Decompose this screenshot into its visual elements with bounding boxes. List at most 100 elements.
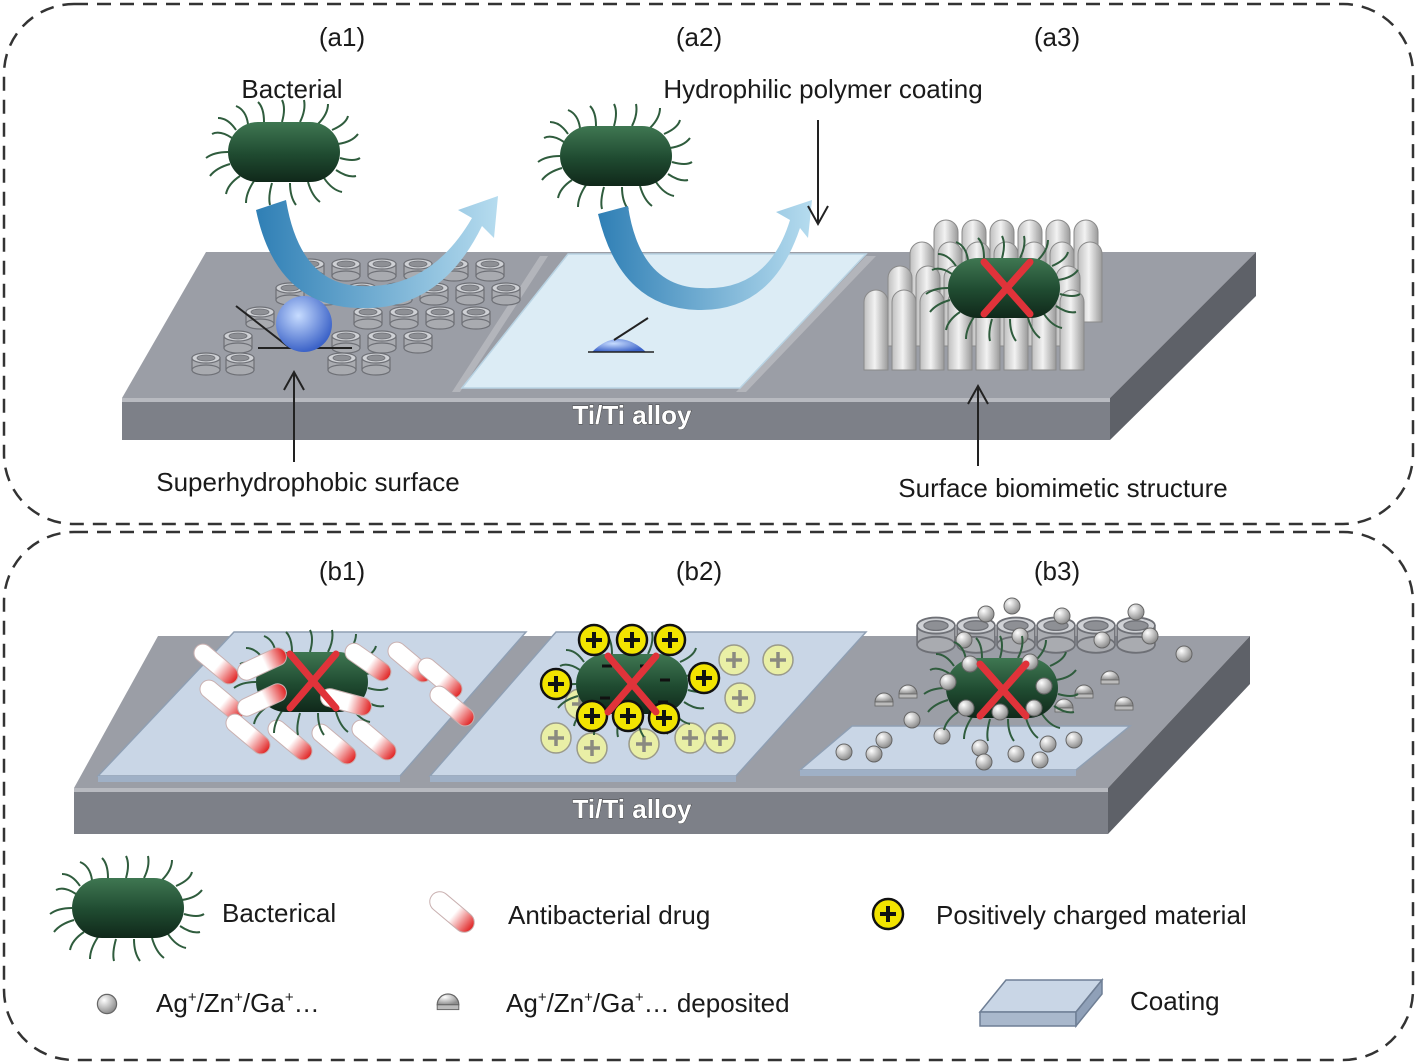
hydrophilic-coating-layer	[460, 253, 868, 389]
ring-cell	[223, 330, 253, 354]
pointer-arrow-biomimetic	[967, 383, 989, 466]
deposited-ion-icon	[436, 993, 460, 1011]
ion-sphere	[835, 743, 853, 761]
pillar	[891, 289, 917, 371]
faint-plus	[717, 643, 751, 677]
faint-plus	[703, 721, 737, 755]
legend-ions-deposited: Ag+/Zn+/Ga+… deposited	[506, 988, 790, 1018]
killed-bacteria-b1	[233, 629, 395, 736]
pointer-arrow-superhydrophobic	[283, 369, 305, 462]
deposited-ion	[874, 692, 894, 707]
faint-plus	[575, 731, 609, 765]
droplet-hydrophobic-icon	[235, 296, 352, 352]
label-biomimetic: Surface biomimetic structure	[898, 473, 1227, 503]
legend-antibacterial-drug: Antibacterial drug	[508, 900, 710, 930]
ion-sphere	[977, 605, 995, 623]
ring-cell	[1036, 616, 1076, 654]
ion-sphere	[1065, 731, 1083, 749]
label-substrate-top: Ti/Ti alloy	[573, 400, 693, 430]
ring-cell	[327, 352, 357, 376]
label-hydrophilic-coating: Hydrophilic polymer coating	[663, 74, 982, 104]
label-bacterial: Bacterial	[241, 74, 342, 104]
ring-cell	[225, 352, 255, 376]
deposited-ion	[1074, 684, 1094, 699]
pillar	[863, 289, 889, 371]
legend-bacterical: Bacterical	[222, 898, 336, 928]
ion-sphere	[1175, 645, 1193, 663]
label-substrate-bottom: Ti/Ti alloy	[573, 794, 693, 824]
panel-label-b2: (b2)	[676, 556, 722, 586]
pointer-arrow-hydrophilic	[807, 120, 829, 227]
killed-bacteria-b3	[923, 635, 1079, 742]
cross-icon	[976, 660, 1030, 720]
ion-sphere	[1003, 597, 1021, 615]
ion-sphere	[865, 745, 883, 763]
bacteria-icon	[49, 855, 205, 962]
panel-label-a3: (a3)	[1034, 22, 1080, 52]
label-superhydrophobic: Superhydrophobic surface	[156, 467, 460, 497]
faint-plus	[539, 721, 573, 755]
deposited-ion	[1114, 696, 1134, 711]
trapped-bacteria-a3	[925, 235, 1081, 342]
bacteria-icon	[205, 99, 361, 206]
repel-arrow-icon	[256, 196, 498, 309]
antibacterial-drug-icon	[429, 891, 475, 933]
ion-sphere	[1053, 607, 1071, 625]
panel-label-b1: (b1)	[319, 556, 365, 586]
ring-cell	[367, 258, 397, 282]
deposited-ion	[1054, 698, 1074, 713]
ion-sphere	[1007, 745, 1025, 763]
ion-sphere	[903, 711, 921, 729]
panel-label-a2: (a2)	[676, 22, 722, 52]
droplet-hydrophilic-icon	[588, 317, 654, 353]
ring-cell	[361, 352, 391, 376]
ring-cell	[353, 306, 383, 330]
faint-plus	[673, 721, 707, 755]
frame-bottom	[2, 530, 1415, 1062]
ring-cell	[491, 282, 521, 306]
legend-positive-material: Positively charged material	[936, 900, 1247, 930]
faint-plus	[723, 681, 757, 715]
ring-cell	[475, 258, 505, 282]
repel-arrow-icon	[598, 200, 812, 311]
ring-cell	[461, 306, 491, 330]
ring-cell	[455, 282, 485, 306]
positive-charge-icon	[871, 897, 905, 931]
pillar	[1059, 289, 1085, 371]
cross-icon	[286, 650, 340, 712]
ion-sphere	[1093, 631, 1111, 649]
ring-cell	[331, 258, 361, 282]
ring-cell	[403, 330, 433, 354]
deposited-ion	[1100, 670, 1120, 685]
cross-icon	[604, 652, 660, 716]
panel-label-a1: (a1)	[319, 22, 365, 52]
ion-sphere	[1141, 627, 1159, 645]
ion-sphere	[975, 753, 993, 771]
faint-plus	[761, 643, 795, 677]
ion-sphere	[933, 727, 951, 745]
ion-sphere	[875, 731, 893, 749]
cross-icon	[980, 258, 1034, 318]
ring-cell	[389, 306, 419, 330]
ring-cell	[916, 616, 956, 654]
ion-sphere	[1031, 751, 1049, 769]
ion-sphere	[1039, 735, 1057, 753]
deposited-ion	[898, 684, 918, 699]
killed-bacteria-b2	[539, 623, 721, 738]
ion-sphere	[971, 739, 989, 757]
ion-sphere-icon	[96, 993, 118, 1015]
ion-sphere	[1127, 603, 1145, 621]
frame-top	[2, 2, 1415, 526]
faint-plus	[627, 727, 661, 761]
ring-cell	[191, 352, 221, 376]
ring-cell	[331, 330, 361, 354]
legend: Bacterical Antibacterial drug Positively…	[49, 855, 1247, 1029]
coating-slab-icon	[978, 977, 1104, 1029]
legend-coating: Coating	[1130, 986, 1220, 1016]
panel-label-b3: (b3)	[1034, 556, 1080, 586]
legend-ions: Ag+/Zn+/Ga+…	[156, 988, 320, 1018]
ring-cell	[425, 306, 455, 330]
ion-sphere	[1011, 627, 1029, 645]
pillar	[919, 289, 945, 371]
